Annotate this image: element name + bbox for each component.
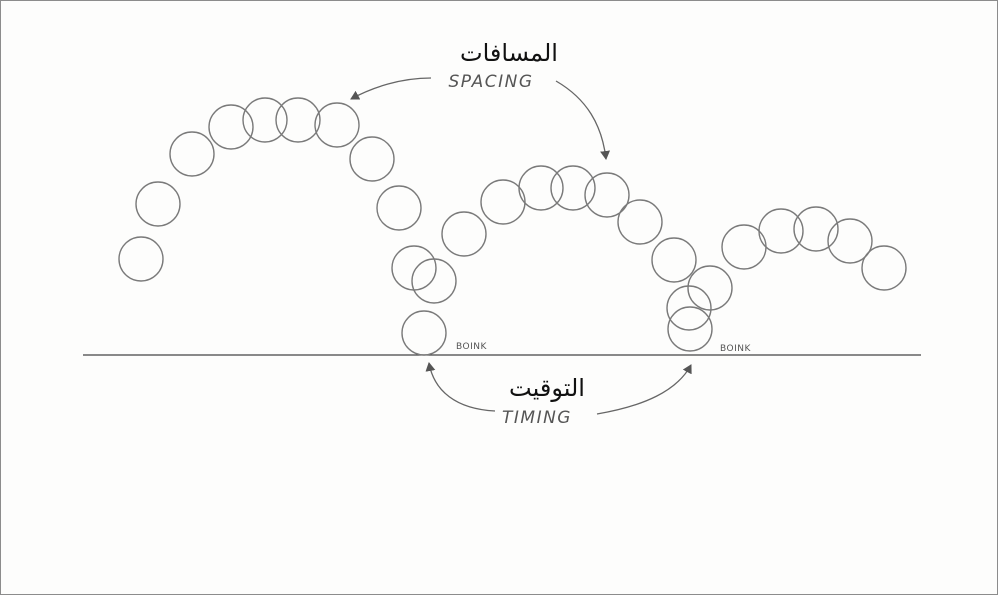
spacing-arrow-right (555, 80, 611, 160)
ball (687, 265, 733, 311)
timing-arrow-left (425, 362, 496, 412)
bounce-arc-2 (441, 165, 733, 352)
timing-label-english: TIMING (502, 408, 572, 428)
ball (758, 208, 804, 254)
ball (242, 97, 288, 143)
spacing-label-english: SPACING (448, 72, 533, 92)
bounce-arc-3 (721, 206, 907, 291)
ball (861, 245, 907, 291)
ball (314, 102, 360, 148)
ball (441, 211, 487, 257)
ball (667, 306, 713, 352)
ball (169, 131, 215, 177)
ball (275, 97, 321, 143)
boink-label-1: BOINK (456, 342, 487, 352)
bounce-arc-1 (118, 97, 457, 356)
ball (349, 136, 395, 182)
timing-label-arabic: التوقيت (509, 374, 585, 402)
timing-arrow-right (596, 364, 692, 415)
ball (651, 237, 697, 283)
ball (550, 165, 596, 211)
ball (518, 165, 564, 211)
ball (401, 310, 447, 356)
ball (118, 236, 164, 282)
ball (584, 172, 630, 218)
ball (411, 258, 457, 304)
ball (376, 185, 422, 231)
ball (827, 218, 873, 264)
ball (208, 104, 254, 150)
ball (793, 206, 839, 252)
ball (480, 179, 526, 225)
ball (391, 245, 437, 291)
ball (617, 199, 663, 245)
spacing-label-arabic: المسافات (460, 39, 558, 67)
ball (135, 181, 181, 227)
ball (666, 285, 712, 331)
boink-label-2: BOINK (720, 344, 751, 354)
spacing-arrow-left (350, 77, 432, 100)
